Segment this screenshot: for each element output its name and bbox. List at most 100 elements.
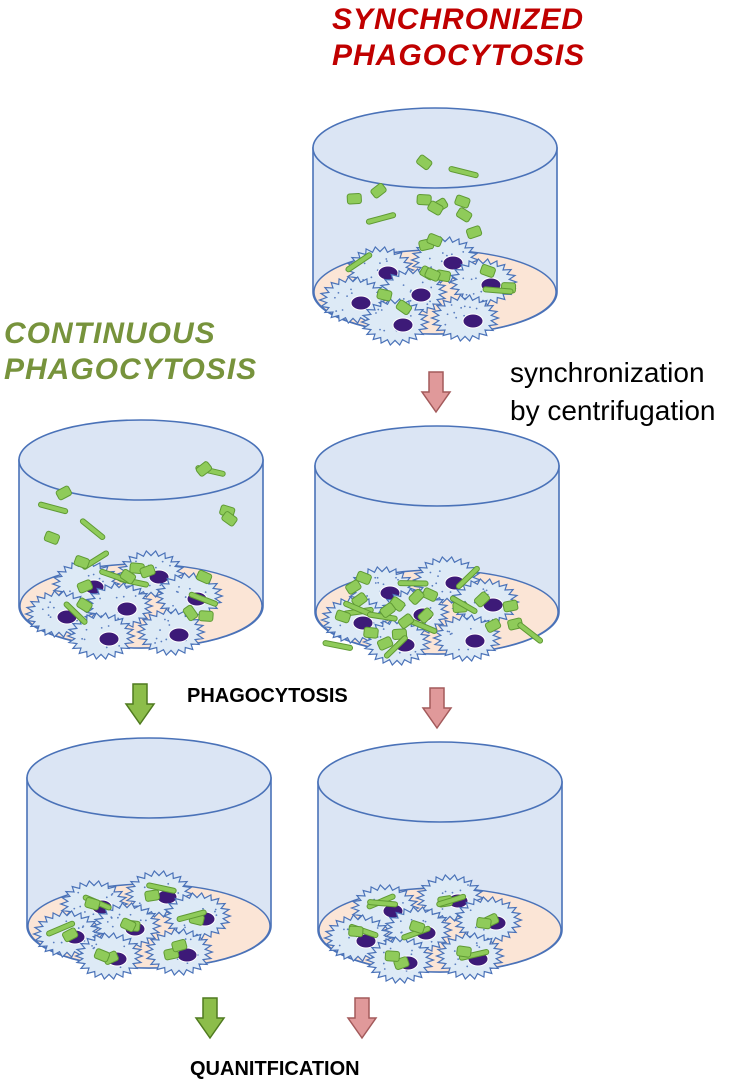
cell-granule — [395, 576, 397, 579]
phagocyte-cell — [143, 928, 215, 976]
cell-granule — [376, 927, 379, 929]
cell-granule — [106, 920, 109, 923]
cell-granule — [102, 580, 104, 583]
cell-granule — [409, 653, 412, 656]
cell-granule — [348, 936, 350, 939]
cell-granule — [52, 941, 55, 944]
cell-granule — [382, 583, 385, 586]
cell-granule — [143, 886, 146, 889]
cell-nucleus — [442, 255, 464, 271]
bacterium — [38, 501, 69, 515]
cell-granule — [451, 891, 454, 894]
culture-well — [26, 737, 272, 980]
bacterium — [120, 917, 137, 933]
cell-granule — [160, 640, 163, 643]
cell-granule — [107, 625, 110, 627]
cell-granule — [154, 642, 156, 644]
cell-granule — [455, 316, 458, 319]
bacterium — [76, 579, 94, 594]
cell-granule — [485, 589, 488, 592]
cell-granule — [444, 890, 447, 893]
bacterium — [383, 635, 408, 659]
cell-granule — [178, 585, 180, 588]
bacterium — [479, 264, 496, 278]
cell-granule — [435, 582, 438, 585]
cell-granule — [346, 928, 349, 931]
cell-granule — [411, 949, 413, 952]
cell-granule — [383, 968, 386, 970]
cell-granule — [422, 919, 425, 922]
cell-granule — [444, 323, 447, 326]
cell-granule — [466, 965, 469, 968]
continuous-phagocytosis-title: CONTINUOUS PHAGOCYTOSIS — [4, 316, 257, 388]
cell-granule — [165, 638, 168, 641]
cell-granule — [92, 573, 95, 576]
cell-granule — [379, 636, 382, 638]
bacterium — [182, 604, 199, 622]
well-rim — [312, 107, 558, 189]
cell-granule — [105, 646, 108, 649]
cell-granule — [79, 905, 82, 908]
well-rim — [317, 741, 563, 823]
cell-granule — [482, 928, 485, 931]
bacterium — [84, 897, 101, 911]
bacterium — [476, 917, 492, 930]
cell-granule — [426, 303, 429, 306]
bacterium — [345, 252, 373, 273]
cell-granule — [144, 919, 147, 922]
bacterium — [43, 530, 61, 545]
cell-granule — [389, 947, 392, 950]
cell-granule — [60, 941, 63, 944]
bacterium — [76, 597, 93, 613]
cell-granule — [99, 597, 101, 600]
bacterium — [408, 588, 425, 605]
cell-granule — [448, 630, 451, 633]
bacterium — [376, 288, 393, 302]
down-arrow — [124, 683, 156, 726]
cell-granule — [100, 626, 103, 629]
cell-granule — [410, 953, 413, 956]
cell-granule — [480, 290, 483, 293]
cell-granule — [414, 650, 417, 653]
bacterium — [397, 613, 415, 629]
bacterium — [73, 555, 90, 569]
cell-granule — [402, 901, 404, 904]
bacterium — [346, 193, 362, 205]
cell-granule — [117, 916, 119, 919]
title-line: SYNCHRONIZED — [332, 3, 585, 36]
cell-granule — [402, 298, 405, 300]
cell-granule — [339, 624, 342, 627]
cell-granule — [118, 913, 121, 916]
cell-granule — [441, 590, 444, 593]
bacterium — [79, 518, 106, 541]
cell-granule — [169, 564, 171, 567]
cell-granule — [437, 575, 439, 578]
cell-granule — [346, 295, 348, 298]
down-arrow — [194, 997, 226, 1040]
bacterium — [195, 461, 213, 477]
phagocyte-cell — [429, 294, 501, 342]
cell-nucleus — [352, 615, 374, 631]
cell-granule — [441, 252, 444, 254]
bacterium — [139, 564, 156, 579]
cell-granule — [418, 946, 421, 949]
cell-nucleus — [410, 287, 432, 303]
cell-granule — [69, 590, 71, 593]
cell-granule — [118, 644, 121, 647]
cell-nucleus — [464, 633, 486, 649]
cell-granule — [188, 587, 191, 590]
cell-granule — [457, 958, 460, 961]
cell-granule — [410, 289, 412, 292]
cell-granule — [449, 633, 452, 636]
cell-granule — [430, 286, 433, 289]
cell-granule — [110, 917, 113, 919]
cell-granule — [465, 293, 468, 296]
bacterium — [146, 882, 177, 894]
down-arrow — [421, 687, 453, 730]
cell-granule — [154, 566, 157, 569]
bacterium — [448, 166, 479, 179]
cell-granule — [431, 584, 434, 587]
bacterium — [426, 233, 443, 248]
cell-granule — [81, 926, 84, 929]
bacterium — [370, 182, 387, 199]
